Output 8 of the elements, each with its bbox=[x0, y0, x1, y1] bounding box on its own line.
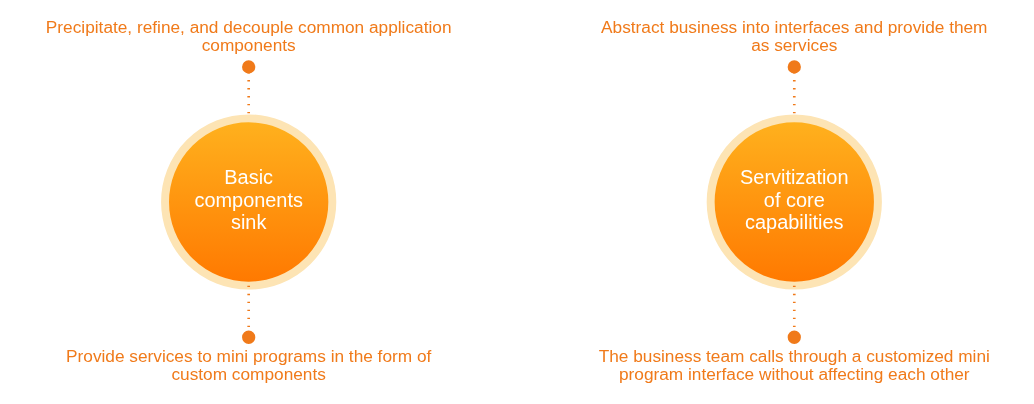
node-circle: Basic components sink bbox=[160, 114, 336, 290]
node-text: Provide services to mini programs in the form of custom components bbox=[65, 345, 431, 385]
node-circle: Servitization of core capabilities bbox=[706, 114, 882, 290]
connector bbox=[787, 285, 801, 344]
node-text: The business team calls through a customized mini program interface without affecting each other bbox=[598, 345, 990, 385]
connector bbox=[241, 285, 255, 344]
node-text: Abstract business into interfaces and provide them as services bbox=[600, 16, 987, 56]
node-text: Precipitate, refine, and decouple common application components bbox=[45, 16, 451, 56]
